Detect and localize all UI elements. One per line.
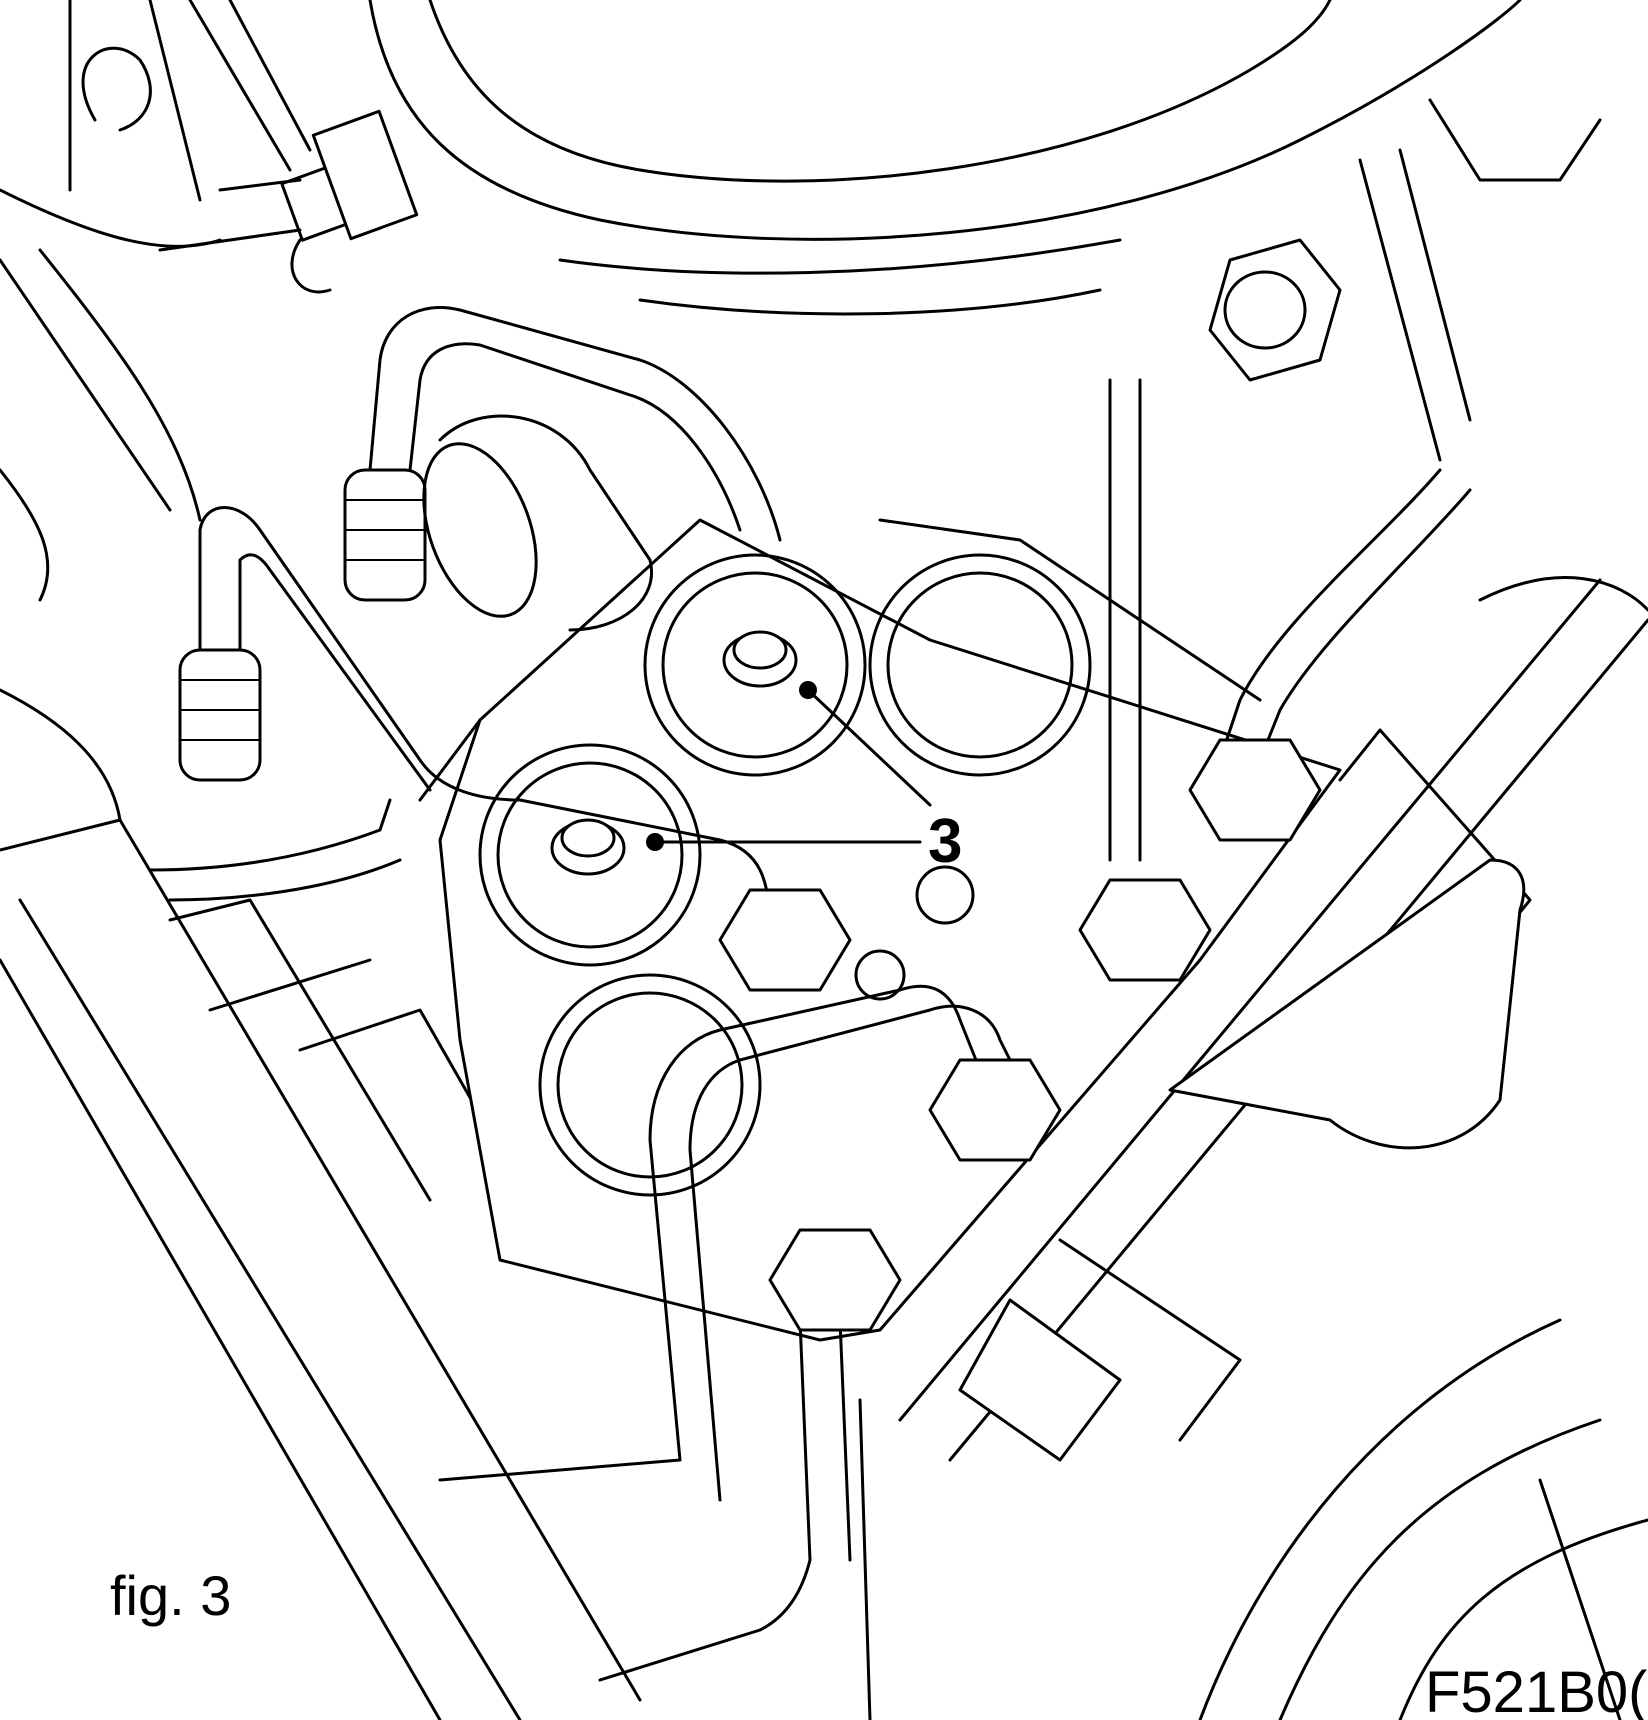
frame-rail-bracket	[898, 98, 1648, 1720]
brake-pipes	[148, 305, 1472, 1720]
callout-number: 3	[928, 807, 962, 876]
figure-label: fig. 3	[110, 1564, 231, 1627]
upper-manifold	[368, 0, 1522, 316]
mounting-stud-lower	[550, 818, 626, 876]
hose-ferrules	[178, 468, 427, 782]
mounting-stud-upper	[722, 630, 798, 688]
abs-modulator-block	[418, 518, 1342, 1342]
figure-code: F521B0(	[1425, 1660, 1647, 1720]
leader-line-upper	[806, 688, 932, 807]
pipe-union-nuts	[718, 238, 1342, 1332]
engine-bay-background	[0, 0, 642, 1720]
pump-motor-housing	[422, 414, 653, 632]
callout-leaders	[646, 681, 932, 851]
wiring-connector	[158, 109, 419, 294]
valve-ports	[478, 553, 1092, 1197]
